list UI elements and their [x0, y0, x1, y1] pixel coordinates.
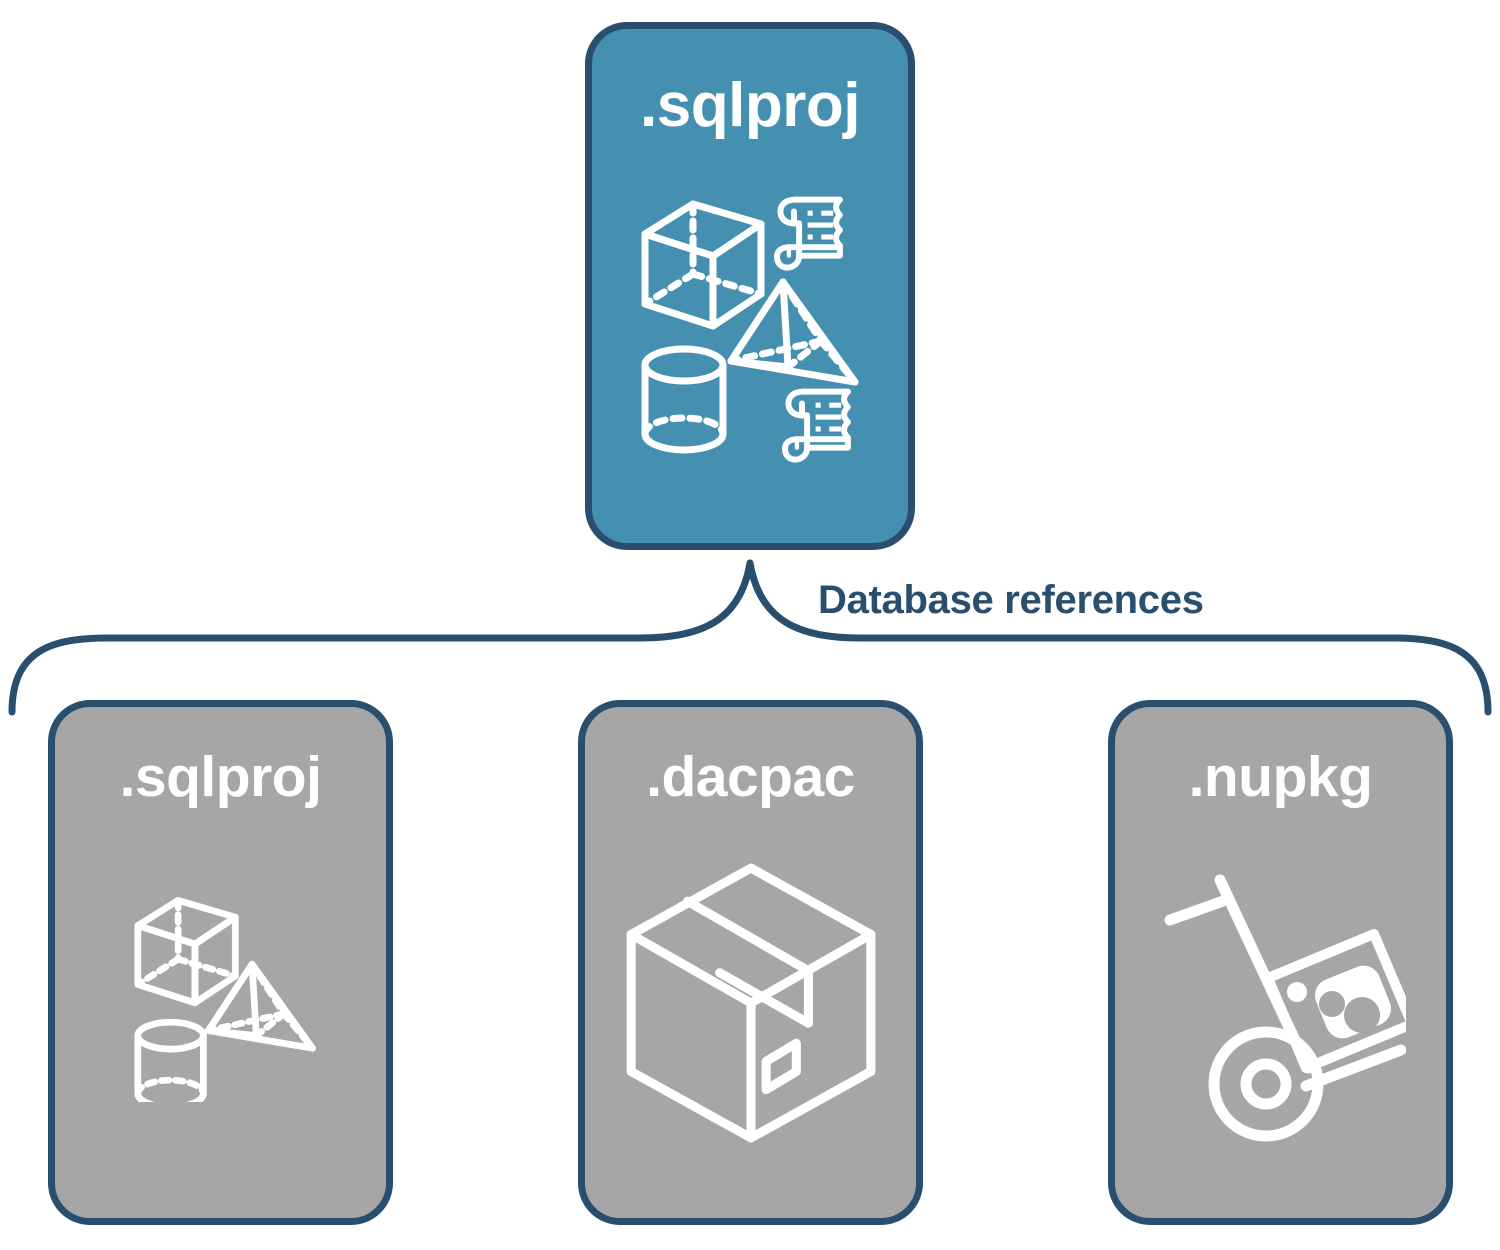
pyramid-icon: [204, 960, 316, 1052]
package-box-icon: [626, 863, 875, 1143]
node-sqlproj-source-icons: [592, 119, 908, 543]
brace-left-arm: [104, 559, 754, 642]
node-nupkg-reference-icons: [1115, 796, 1446, 1218]
node-sqlproj-reference-icons: [55, 776, 386, 1218]
node-sqlproj-reference[interactable]: .sqlproj: [48, 700, 393, 1225]
node-dacpac-reference-label: .dacpac: [646, 745, 855, 809]
node-sqlproj-source[interactable]: .sqlproj: [585, 22, 915, 550]
cylinder-icon: [641, 345, 727, 454]
node-nupkg-reference-label: .nupkg: [1188, 745, 1373, 809]
cube-icon: [133, 897, 239, 1007]
nuget-package-icon: [1262, 929, 1406, 1073]
scroll-icon: [782, 388, 851, 463]
cylinder-icon: [133, 1018, 207, 1102]
node-dacpac-reference[interactable]: .dacpac: [578, 700, 923, 1225]
cube-icon: [641, 200, 765, 330]
node-sqlproj-source-label: .sqlproj: [640, 71, 860, 140]
node-dacpac-reference-icons: [585, 788, 916, 1218]
connector-label: Database references: [818, 578, 1204, 622]
scroll-icon: [774, 196, 843, 271]
node-sqlproj-reference-label: .sqlproj: [119, 745, 322, 809]
pyramid-icon: [727, 278, 859, 386]
node-nupkg-reference[interactable]: .nupkg: [1108, 700, 1453, 1225]
